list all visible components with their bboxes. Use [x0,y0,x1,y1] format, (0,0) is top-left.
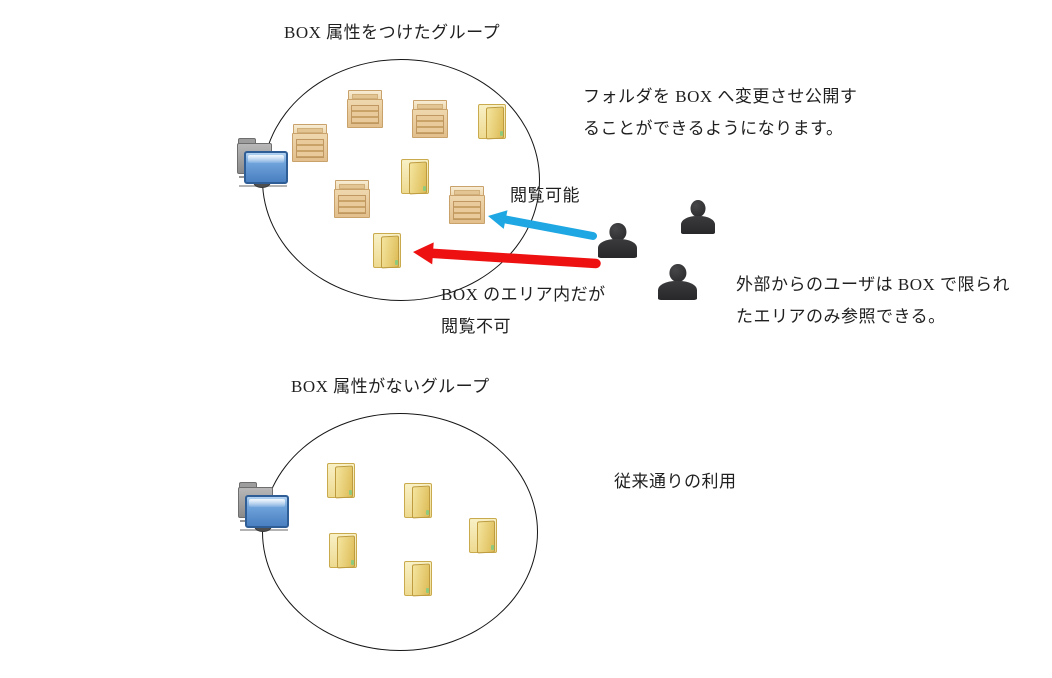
box-crate-icon [449,186,485,224]
blue-screen-front [244,151,288,184]
network-computer-icon [236,482,290,534]
external-user-note-line2: たエリアのみ参照できる。 [736,307,946,326]
viewable-label: 閲覧可能 [510,186,580,205]
user-silhouette-icon [598,223,637,258]
group-plain-boundary-circle [262,413,538,651]
blue-screen-front [245,495,289,528]
group-box-title: BOX 属性をつけたグループ [284,23,501,42]
folder-icon [402,481,432,519]
box-crate-icon [412,100,448,138]
not-viewable-label-line1: BOX のエリア内だが [441,285,606,304]
folder-icon [476,102,506,140]
folder-icon [371,231,401,269]
box-crate-icon [292,124,328,162]
user-silhouette-icon [681,200,715,234]
not-viewable-label-line2: 閲覧不可 [441,317,511,336]
folder-icon [399,157,429,195]
folder-icon [325,461,355,499]
box-crate-icon [347,90,383,128]
folder-icon [327,531,357,569]
folder-icon [402,559,432,597]
external-user-note-line1: 外部からのユーザは BOX で限られ [736,275,1011,294]
network-computer-icon [235,138,289,190]
usage-note: 従来通りの利用 [614,472,737,491]
box-crate-icon [334,180,370,218]
publish-note-line2: ることができるようになります。 [583,119,844,138]
user-silhouette-icon [658,264,697,300]
publish-note-line1: フォルダを BOX へ変更させ公開す [583,87,858,106]
folder-icon [467,516,497,554]
group-plain-title: BOX 属性がないグループ [291,377,490,396]
